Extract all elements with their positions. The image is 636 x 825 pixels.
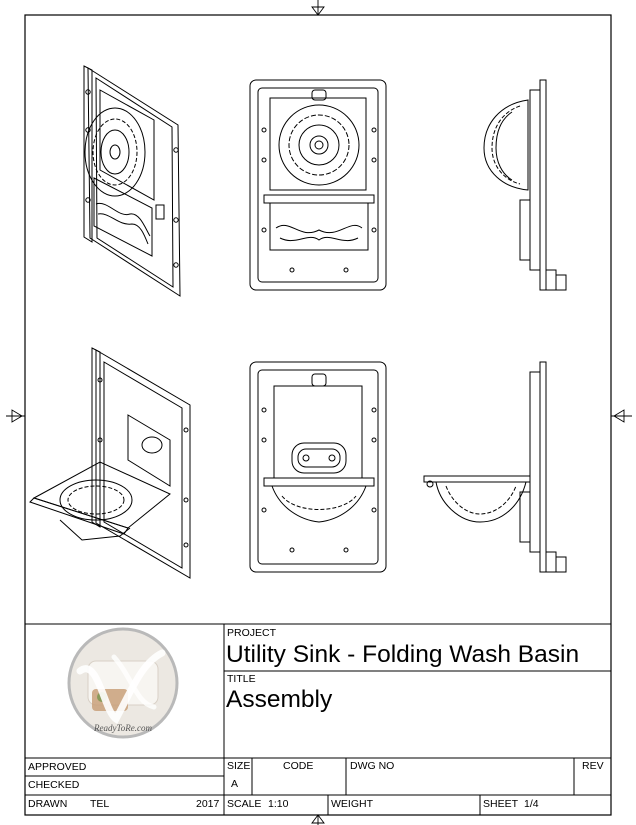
title-label: TITLE [227, 673, 256, 685]
view-side-folded [483, 79, 567, 291]
view-iso-open [29, 347, 191, 579]
view-front-folded [249, 79, 387, 291]
project-value: Utility Sink - Folding Wash Basin [226, 641, 580, 668]
view-front-open [249, 361, 387, 573]
logo-caption: ReadyToRe.com [93, 723, 152, 733]
size-value: A [231, 778, 239, 790]
rev-label: REV [582, 760, 604, 772]
project-label: PROJECT [227, 627, 277, 639]
company-logo: ReadyToRe.com [67, 627, 179, 739]
title-block-grid [25, 623, 611, 815]
drawn-by: TEL [90, 798, 110, 810]
sheet-value: 1/4 [524, 798, 539, 810]
centering-mark-left [6, 409, 25, 423]
scale-label: SCALE [227, 798, 262, 810]
code-label: CODE [283, 760, 314, 772]
checked-label: CHECKED [28, 779, 80, 791]
view-iso-folded [83, 65, 181, 297]
size-label: SIZE [227, 760, 251, 772]
drawn-year: 2017 [196, 798, 220, 810]
dwg-no-label: DWG NO [350, 760, 395, 772]
weight-label: WEIGHT [331, 798, 373, 810]
sheet-label: SHEET [483, 798, 519, 810]
view-side-open [423, 361, 567, 573]
approved-label: APPROVED [28, 761, 87, 773]
scale-value: 1:10 [268, 798, 289, 810]
centering-mark-bottom [311, 814, 325, 825]
drawn-label: DRAWN [28, 798, 68, 810]
centering-mark-right [611, 409, 632, 423]
title-value: Assembly [226, 686, 333, 713]
centering-mark-top [311, 0, 325, 16]
